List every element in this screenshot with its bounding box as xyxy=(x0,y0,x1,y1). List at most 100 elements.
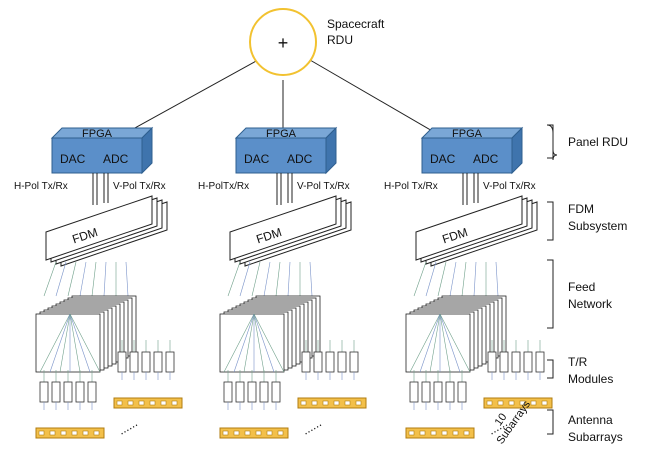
fdm-to-feed-wire xyxy=(425,261,437,297)
fpga-label: FPGA xyxy=(266,128,297,140)
tr-module xyxy=(301,351,311,373)
fpga-block xyxy=(235,137,327,174)
antenna-element xyxy=(452,430,459,436)
antenna-element xyxy=(116,400,123,406)
feed-fan-line xyxy=(59,313,71,373)
tr-module xyxy=(51,381,61,403)
tr-module xyxy=(63,381,73,403)
feed-fan-line xyxy=(39,313,71,373)
fdm-to-feed-wire xyxy=(413,261,427,297)
fdm-card xyxy=(229,195,337,261)
fdm-to-feed-wire xyxy=(309,261,313,297)
antenna-element xyxy=(355,400,362,406)
tr-module xyxy=(337,351,347,373)
feed-fan-line xyxy=(429,313,441,373)
antenna-element xyxy=(311,400,318,406)
fdm-to-feed-wire xyxy=(495,261,499,297)
feed-fan-line xyxy=(69,313,101,373)
antenna-element xyxy=(519,400,526,406)
feed-card xyxy=(405,313,471,373)
antenna-element xyxy=(430,430,437,436)
dac-label: DAC xyxy=(430,152,456,166)
label-feed-line1: Feed xyxy=(568,280,595,294)
tr-module xyxy=(313,351,323,373)
spacecraft-rdu-symbol: + xyxy=(278,33,289,53)
antenna-element xyxy=(497,400,504,406)
fdm-to-feed-wire xyxy=(91,261,97,297)
antenna-element xyxy=(344,400,351,406)
fdm-to-feed-wire xyxy=(287,261,291,297)
antenna-element xyxy=(93,430,100,436)
antenna-element xyxy=(463,430,470,436)
antenna-element xyxy=(277,430,284,436)
tr-module xyxy=(445,381,455,403)
fpga-block xyxy=(51,137,143,174)
antenna-element xyxy=(82,430,89,436)
tr-module xyxy=(511,351,521,373)
antenna-element xyxy=(244,430,251,436)
antenna-element xyxy=(127,400,134,406)
subarray-count: 10 xyxy=(493,411,510,428)
antenna-element xyxy=(322,400,329,406)
legend: Panel RDU FDM Subsystem Feed Network T/R… xyxy=(546,124,628,444)
feed-fan-line xyxy=(439,313,471,373)
tr-module xyxy=(523,351,533,373)
tr-module xyxy=(421,381,431,403)
fdm-to-feed-wire xyxy=(449,261,457,297)
spacecraft-rdu: + Spacecraft RDU xyxy=(249,8,385,76)
brace-panel-rdu-b xyxy=(547,124,554,159)
feed-fan-line xyxy=(253,313,275,373)
label-tr-line2: Modules xyxy=(568,372,613,386)
feed-fan-line xyxy=(253,313,285,373)
fdm-card xyxy=(45,195,153,261)
tr-module xyxy=(457,381,467,403)
feed-fan-line xyxy=(439,313,451,373)
feed-fan-line xyxy=(49,313,71,373)
antenna-subarray-back xyxy=(113,397,183,409)
h-pol-label: H-Pol Tx/Rx xyxy=(384,181,438,192)
antenna-element xyxy=(171,400,178,406)
feed-fan-line xyxy=(69,313,81,373)
adc-label: ADC xyxy=(103,152,129,166)
label-fdm-line2: Subsystem xyxy=(568,219,627,233)
subarray-ellipsis: ...... xyxy=(115,415,139,437)
h-pol-label: H-PolTx/Rx xyxy=(198,181,249,192)
fdm-to-feed-wire xyxy=(263,261,271,297)
antenna-element xyxy=(138,400,145,406)
tr-module xyxy=(409,381,419,403)
fdm-to-feed-wire xyxy=(103,261,107,297)
fdm-to-feed-wire xyxy=(239,261,251,297)
feed-fan-line xyxy=(243,313,255,373)
tr-module xyxy=(247,381,257,403)
tr-module xyxy=(487,351,497,373)
v-pol-label: V-Pol Tx/Rx xyxy=(113,181,166,192)
brace-feed xyxy=(547,259,554,329)
brace-panel-rdu xyxy=(546,124,558,161)
feed-card xyxy=(35,313,101,373)
fpga-label: FPGA xyxy=(82,128,113,140)
tr-module xyxy=(87,381,97,403)
brace-tr xyxy=(547,359,554,379)
antenna-element xyxy=(222,430,229,436)
adc-label: ADC xyxy=(473,152,499,166)
fdm-to-feed-wire xyxy=(79,261,87,297)
antenna-element xyxy=(60,430,67,436)
tr-module xyxy=(117,351,127,373)
label-ant-line1: Antenna xyxy=(568,413,613,427)
tr-module xyxy=(165,351,175,373)
spacecraft-label-line1: Spacecraft xyxy=(327,17,385,31)
antenna-element xyxy=(508,400,515,406)
antenna-element xyxy=(300,400,307,406)
tr-module xyxy=(75,381,85,403)
h-pol-label: H-Pol Tx/Rx xyxy=(14,181,68,192)
tr-module xyxy=(259,381,269,403)
antenna-element xyxy=(333,400,340,406)
fdm-to-feed-wire xyxy=(437,261,447,297)
feed-fan-line xyxy=(223,313,255,373)
antenna-element xyxy=(486,400,493,406)
tr-module xyxy=(235,381,245,403)
antenna-subarray-front xyxy=(35,427,105,439)
